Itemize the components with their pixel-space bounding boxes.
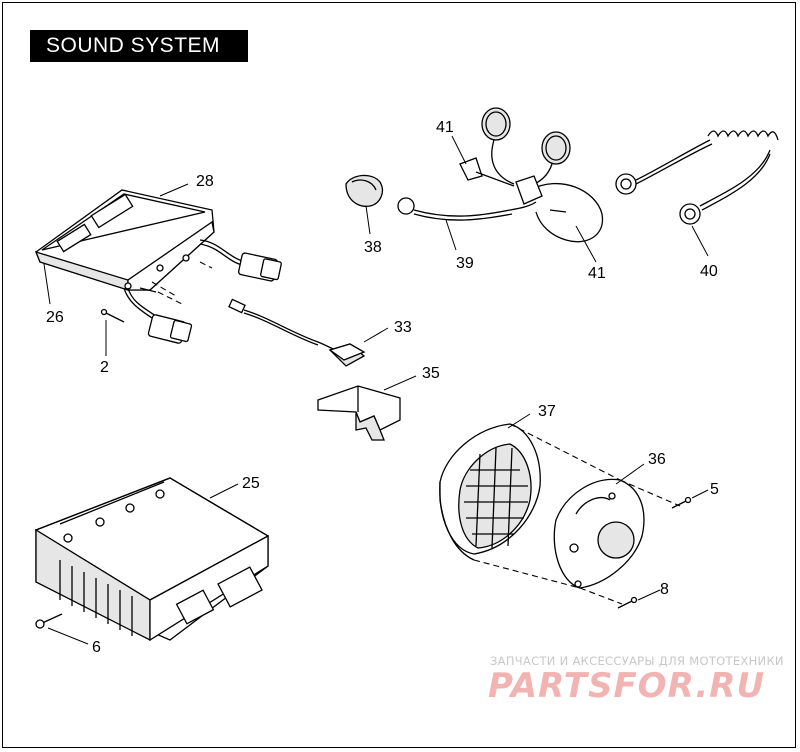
part-40-coiled-cord: [615, 130, 779, 225]
callout-labels: 41 28 38 39 41 40 26 33 2 35 37 36 5 25 …: [46, 119, 719, 656]
screw-6: [35, 613, 63, 629]
callout-40: 40: [700, 263, 718, 280]
callout-6: 6: [92, 639, 101, 656]
callout-28: 28: [196, 173, 214, 190]
watermark-tagline: ЗАПЧАСТИ И АКСЕССУАРЫ ДЛЯ МОТОТЕХНИКИ: [490, 654, 784, 668]
callout-8: 8: [660, 581, 669, 598]
callout-5: 5: [710, 481, 719, 498]
callout-2: 2: [100, 359, 109, 376]
callout-36: 36: [648, 451, 666, 468]
leader-lines: [43, 135, 709, 645]
callout-41-top: 41: [436, 119, 454, 136]
part-37-speaker-housing: [439, 423, 541, 561]
part-41-headset: [459, 107, 604, 243]
screw-8: [617, 596, 638, 609]
callout-35: 35: [422, 365, 440, 382]
part-39-microphone: [397, 197, 537, 221]
callout-25: 25: [242, 475, 260, 492]
title-banner: SOUND SYSTEM: [30, 30, 248, 62]
callout-38: 38: [364, 239, 382, 256]
part-25-amplifier: [34, 477, 270, 642]
part-33-antenna: [228, 298, 366, 367]
part-38-windscreen: [345, 174, 384, 207]
watermark-logo: PARTSFOR.RU: [488, 666, 766, 706]
callout-39: 39: [456, 255, 474, 272]
part-36-speaker: [553, 478, 645, 589]
callout-37: 37: [538, 403, 556, 420]
part-26-28-radio-module: [34, 189, 215, 291]
callout-41-bottom: 41: [588, 265, 606, 282]
callout-26: 26: [46, 309, 64, 326]
callout-33: 33: [394, 319, 412, 336]
part-35-bracket: [317, 385, 401, 441]
speaker-alignment-lines: [473, 423, 681, 605]
screw-5: [671, 496, 692, 509]
page-title: SOUND SYSTEM: [46, 34, 221, 57]
radio-harness: [100, 239, 282, 344]
